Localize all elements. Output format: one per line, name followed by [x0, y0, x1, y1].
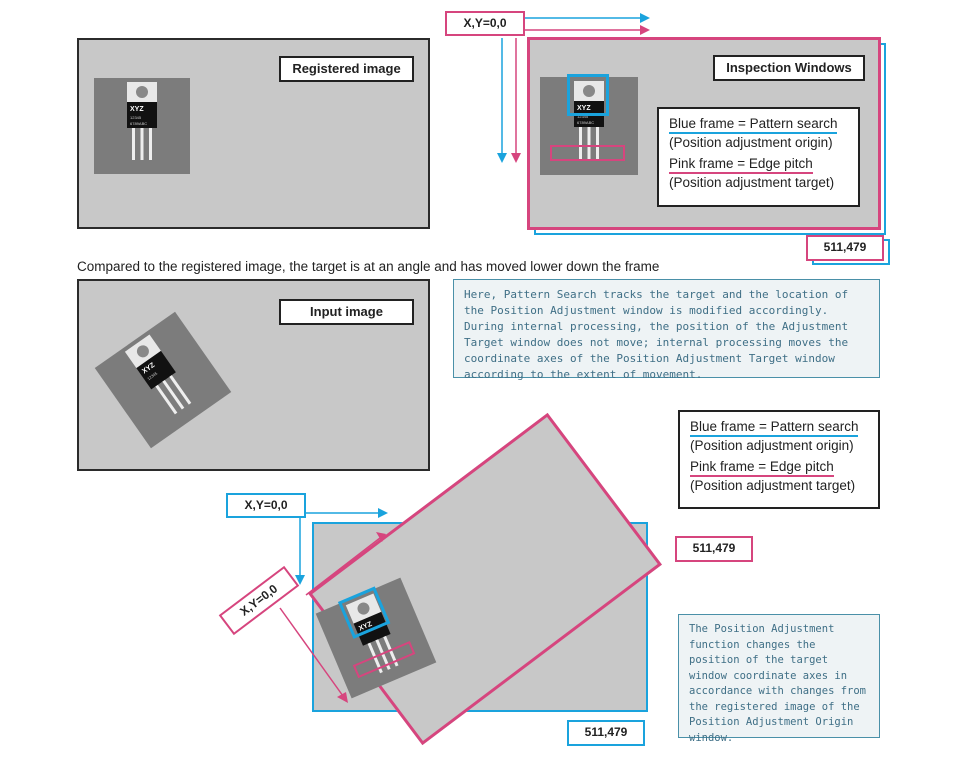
transistor-icon: XYZ [345, 593, 399, 674]
registered-image-panel: XYZ 12345 6789ABC Registered image [77, 38, 430, 229]
chip-line1: 12345 [130, 115, 142, 120]
pattern-search-window [567, 74, 609, 116]
edge-pitch-window [550, 145, 625, 161]
top-end-coord: 511,479 [806, 235, 884, 261]
chip-brand: XYZ [577, 105, 591, 112]
input-image-label: Input image [279, 299, 414, 325]
bottom-end-coord-pink: 511,479 [675, 536, 753, 562]
bottom-axis-arrows [279, 508, 388, 703]
legend-blue-title: Blue frame = Pattern search [690, 418, 859, 437]
top-legend: Blue frame = Pattern search (Position ad… [657, 107, 860, 207]
legend-pink-sub: (Position adjustment target) [690, 478, 856, 493]
legend-pink-title: Pink frame = Edge pitch [690, 458, 834, 477]
chip-line1: 12345 [146, 370, 159, 381]
inspection-windows-panel: XYZ 12345 6789ABC Inspection Windows Blu… [527, 37, 881, 230]
transistor-icon: XYZ 12345 [124, 334, 192, 415]
legend-blue-sub: (Position adjustment origin) [669, 135, 833, 150]
inspection-windows-label: Inspection Windows [713, 55, 865, 81]
registered-image-label: Registered image [279, 56, 414, 82]
input-chip-photo: XYZ 12345 [94, 311, 232, 449]
comparison-caption: Compared to the registered image, the ta… [77, 259, 660, 274]
chip-brand: XYZ [130, 106, 144, 113]
rotated-chip-photo: XYZ [315, 577, 437, 699]
registered-chip-photo: XYZ 12345 6789ABC [94, 78, 190, 174]
input-image-panel: XYZ 12345 Input image [77, 279, 430, 471]
top-origin-coord: X,Y=0,0 [445, 11, 525, 36]
bottom-legend: Blue frame = Pattern search (Position ad… [678, 410, 880, 509]
chip-line2: 6789ABC [577, 120, 594, 125]
legend-pink-sub: (Position adjustment target) [669, 175, 835, 190]
position-adjustment-note: The Position Adjustment function changes… [678, 614, 880, 744]
legend-pink-title: Pink frame = Edge pitch [669, 155, 813, 174]
legend-blue-title: Blue frame = Pattern search [669, 115, 838, 134]
bottom-origin-coord-blue: X,Y=0,0 [226, 493, 306, 518]
bottom-end-coord-blue: 511,479 [567, 720, 645, 746]
chip-line2: 6789ABC [130, 121, 147, 126]
legend-blue-sub: (Position adjustment origin) [690, 438, 854, 453]
pattern-search-note: Here, Pattern Search tracks the target a… [453, 279, 880, 381]
transistor-icon: XYZ 12345 6789ABC [127, 82, 157, 160]
chip-line1: 12345 [577, 114, 589, 119]
top-axis-arrows [497, 13, 650, 163]
